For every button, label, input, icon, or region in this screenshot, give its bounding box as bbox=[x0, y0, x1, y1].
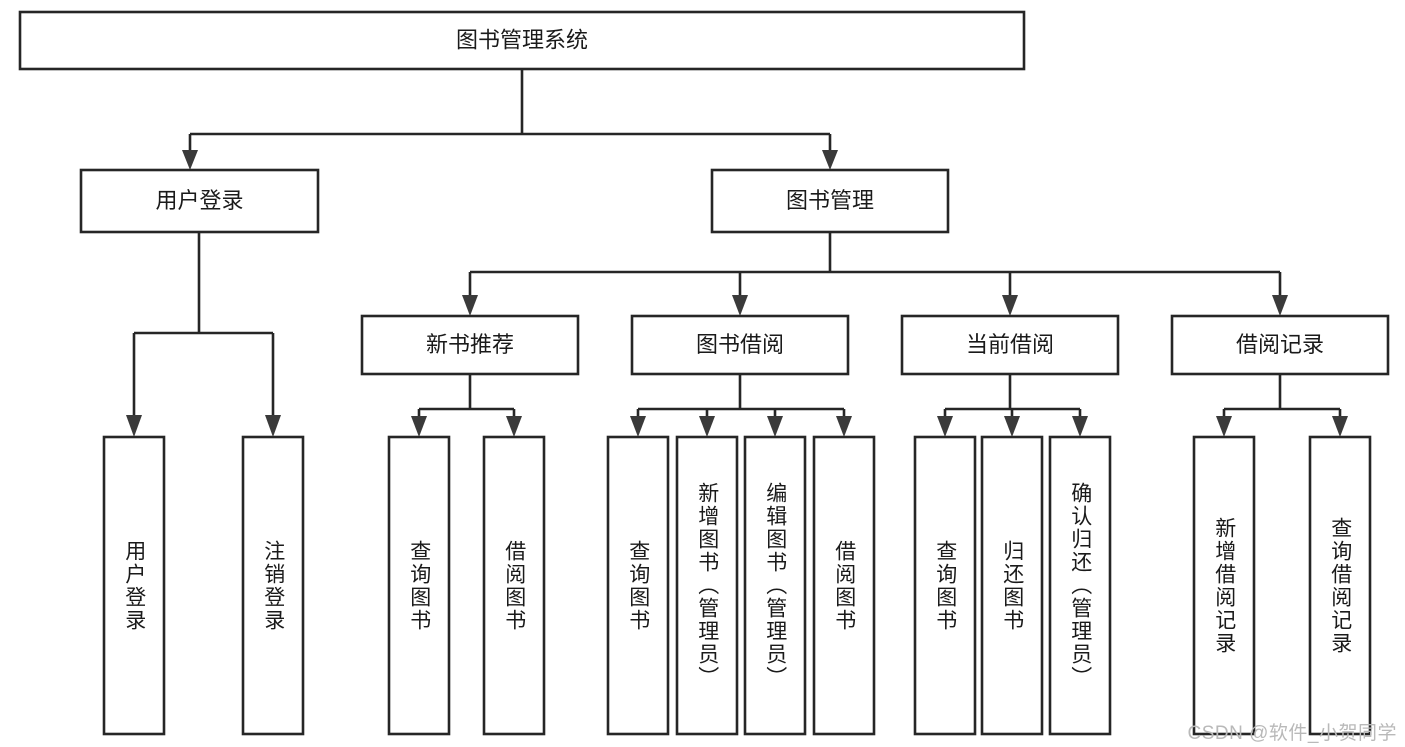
node-leaf-10[interactable] bbox=[1048, 435, 1112, 736]
node-box[interactable] bbox=[913, 435, 977, 736]
node-box[interactable] bbox=[360, 314, 580, 376]
node-level3-3[interactable]: 借阅记录 bbox=[1170, 314, 1390, 376]
arrowhead-icon bbox=[836, 416, 852, 437]
node-level3-1[interactable]: 图书借阅 bbox=[630, 314, 850, 376]
connector-newbook-to-leaves bbox=[411, 374, 522, 437]
node-box[interactable] bbox=[387, 435, 451, 736]
node-box[interactable] bbox=[980, 435, 1044, 736]
connector-current-to-leaves bbox=[937, 374, 1088, 437]
node-box[interactable] bbox=[241, 435, 305, 736]
arrowhead-icon bbox=[1004, 416, 1020, 437]
node-level2-1[interactable]: 图书管理 bbox=[710, 168, 950, 234]
arrowhead-icon bbox=[1332, 416, 1348, 437]
connector-record-to-leaves bbox=[1216, 374, 1348, 437]
arrowhead-icon bbox=[630, 416, 646, 437]
node-level3-2[interactable]: 当前借阅 bbox=[900, 314, 1120, 376]
node-leaf-7[interactable] bbox=[812, 435, 876, 736]
node-leaf-5[interactable] bbox=[675, 435, 739, 736]
node-level2-0[interactable]: 用户登录 bbox=[79, 168, 320, 234]
arrowhead-icon bbox=[126, 415, 142, 437]
arrowhead-icon bbox=[1002, 295, 1018, 316]
arrowhead-icon bbox=[462, 295, 478, 316]
node-box[interactable] bbox=[1308, 435, 1372, 736]
node-box[interactable] bbox=[900, 314, 1120, 376]
node-leaf-4[interactable] bbox=[606, 435, 670, 736]
connector-bookmgmt-to-level3 bbox=[462, 232, 1288, 316]
node-box[interactable] bbox=[1048, 435, 1112, 736]
node-box[interactable] bbox=[743, 435, 807, 736]
node-box[interactable] bbox=[675, 435, 739, 736]
node-box[interactable] bbox=[18, 10, 1026, 71]
node-level3-0[interactable]: 新书推荐 bbox=[360, 314, 580, 376]
node-label: 图书管理 bbox=[786, 188, 874, 213]
connector-userlogin-to-leaves bbox=[126, 232, 281, 437]
arrowhead-icon bbox=[937, 416, 953, 437]
node-box[interactable] bbox=[606, 435, 670, 736]
csdn-watermark: CSDN @软件_小贺同学 bbox=[1187, 723, 1397, 744]
node-box[interactable] bbox=[812, 435, 876, 736]
arrowhead-icon bbox=[1272, 295, 1288, 316]
arrowhead-icon bbox=[732, 295, 748, 316]
node-leaf-11[interactable] bbox=[1192, 435, 1256, 736]
node-box[interactable] bbox=[79, 168, 320, 234]
node-label: 用户登录 bbox=[155, 188, 243, 213]
node-box[interactable] bbox=[1192, 435, 1256, 736]
node-leaf-12[interactable] bbox=[1308, 435, 1372, 736]
node-box[interactable] bbox=[710, 168, 950, 234]
connector-root-to-level2 bbox=[182, 69, 838, 170]
arrowhead-icon bbox=[182, 150, 198, 170]
node-label: 当前借阅 bbox=[966, 332, 1054, 357]
connector-borrow-to-leaves bbox=[630, 374, 852, 437]
node-box[interactable] bbox=[482, 435, 546, 736]
node-label: 新书推荐 bbox=[426, 332, 514, 357]
node-leaf-8[interactable] bbox=[913, 435, 977, 736]
arrowhead-icon bbox=[699, 416, 715, 437]
arrowhead-icon bbox=[265, 415, 281, 437]
node-label: 图书借阅 bbox=[696, 332, 784, 357]
node-leaf-1[interactable] bbox=[241, 435, 305, 736]
arrowhead-icon bbox=[822, 150, 838, 170]
arrowhead-icon bbox=[1072, 416, 1088, 437]
node-box[interactable] bbox=[630, 314, 850, 376]
arrowhead-icon bbox=[411, 416, 427, 437]
node-leaf-2[interactable] bbox=[387, 435, 451, 736]
arrowhead-icon bbox=[1216, 416, 1232, 437]
node-leaf-0[interactable] bbox=[102, 435, 166, 736]
node-root-title[interactable]: 图书管理系统 bbox=[18, 10, 1026, 71]
arrowhead-icon bbox=[506, 416, 522, 437]
node-box[interactable] bbox=[1170, 314, 1390, 376]
node-label: 图书管理系统 bbox=[456, 27, 588, 52]
arrowhead-icon bbox=[767, 416, 783, 437]
node-leaf-9[interactable] bbox=[980, 435, 1044, 736]
node-leaf-3[interactable] bbox=[482, 435, 546, 736]
node-box[interactable] bbox=[102, 435, 166, 736]
node-label: 借阅记录 bbox=[1236, 332, 1324, 357]
node-leaf-6[interactable] bbox=[743, 435, 807, 736]
